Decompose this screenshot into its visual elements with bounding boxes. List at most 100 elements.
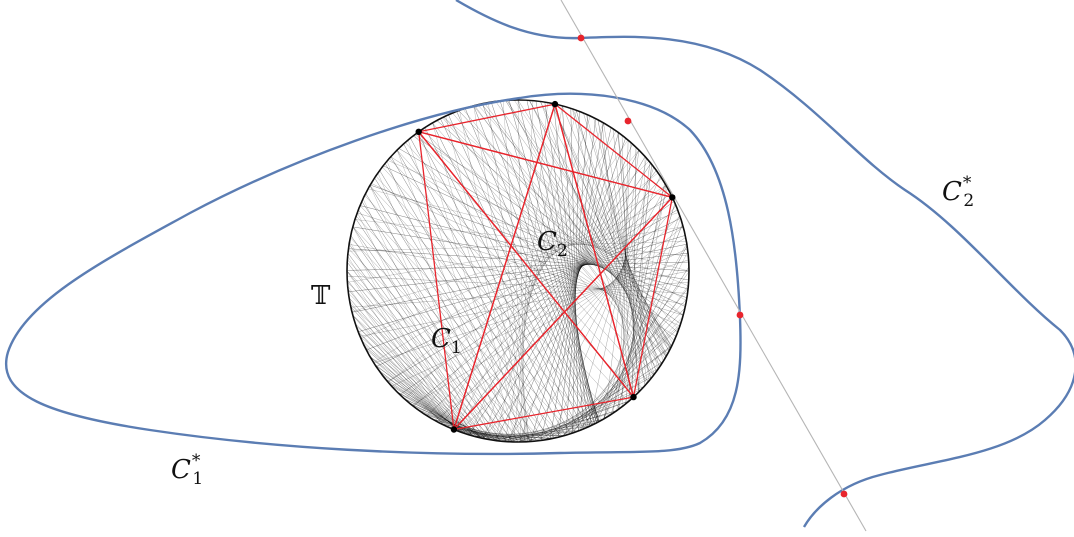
chord-line	[377, 368, 452, 429]
circle-vertex-points	[415, 100, 676, 433]
chord-line	[551, 324, 681, 439]
chord-line	[386, 380, 458, 432]
chord-line	[551, 103, 670, 352]
chord-line	[625, 164, 652, 404]
tangent-line	[560, 0, 867, 532]
intersection-point	[736, 311, 744, 319]
chord-line	[417, 409, 495, 441]
chord-line	[359, 336, 484, 439]
polygon-edge	[453, 396, 634, 431]
chord-line	[387, 209, 678, 382]
chord-line	[540, 101, 671, 349]
chord-line	[347, 261, 481, 438]
chord-line	[410, 137, 571, 434]
intersection-points	[577, 34, 848, 498]
chord-line	[483, 205, 677, 439]
chord-line	[500, 418, 604, 442]
chord-line	[517, 99, 525, 442]
polygon-edge	[418, 131, 455, 430]
chord-line	[370, 184, 687, 299]
chord-line	[373, 185, 667, 363]
polygon-edge	[632, 197, 673, 398]
chord-line	[585, 114, 659, 370]
chord-line	[474, 105, 661, 367]
chord-line	[443, 116, 667, 357]
chord-line	[355, 215, 563, 437]
chord-line	[603, 187, 668, 420]
chord-line	[352, 226, 466, 434]
chord-line	[544, 361, 664, 441]
chord-line	[434, 226, 684, 421]
chord-line	[459, 431, 535, 442]
chord-line	[495, 413, 613, 441]
chord-line	[454, 130, 617, 431]
chord-line	[452, 428, 551, 440]
chord-line	[389, 383, 488, 440]
chord-line	[347, 285, 447, 427]
chord-line	[350, 237, 543, 441]
chord-line	[382, 374, 485, 439]
chord-line	[481, 103, 671, 349]
intersection-point	[577, 34, 585, 42]
chord-line	[347, 255, 455, 430]
chord-line	[540, 347, 671, 441]
chord-line	[369, 356, 448, 427]
chord-line	[384, 163, 549, 440]
chord-line	[491, 425, 591, 441]
chord-line	[357, 212, 472, 436]
chord-line	[572, 111, 580, 434]
label-unit-circle: 𝕋	[311, 281, 331, 311]
chord-line	[443, 116, 684, 316]
chord-line	[360, 198, 674, 339]
chord-line	[572, 109, 664, 361]
chord-line	[350, 235, 496, 441]
chord-line	[572, 108, 640, 392]
chord-line	[355, 218, 507, 442]
chord-line	[403, 143, 566, 436]
chord-line	[551, 175, 661, 439]
chord-line	[347, 259, 524, 443]
chord-line	[440, 118, 588, 428]
chord-line	[416, 133, 681, 324]
chord-line	[612, 128, 640, 392]
chord-line	[352, 243, 687, 313]
chord-line	[570, 108, 579, 432]
chord-line	[473, 430, 581, 437]
chord-line	[458, 110, 675, 341]
chord-line	[403, 397, 482, 439]
chord-line	[553, 103, 588, 428]
chord-line	[369, 356, 482, 439]
chord-line	[407, 401, 476, 437]
chord-line	[354, 219, 689, 257]
chord-line	[348, 252, 689, 293]
chord-line	[513, 102, 548, 442]
chord-line	[547, 371, 657, 440]
chord-line	[350, 306, 465, 434]
chord-envelope-lines	[346, 99, 690, 443]
chord-line	[570, 307, 686, 434]
polygon-edge	[418, 131, 673, 199]
chord-line	[617, 132, 640, 392]
chord-line	[413, 193, 671, 407]
chord-line	[529, 100, 662, 365]
chord-line	[473, 105, 598, 423]
vertex-point	[669, 194, 676, 201]
chord-line	[346, 261, 689, 271]
chord-line	[517, 409, 618, 443]
chord-line	[484, 422, 597, 439]
chord-line	[583, 112, 660, 368]
chord-line	[388, 172, 659, 383]
vertex-point	[630, 393, 637, 401]
chord-line	[349, 241, 460, 432]
chord-line	[396, 391, 493, 441]
chord-line	[347, 282, 508, 442]
chord-line	[369, 185, 486, 439]
polygon-edge	[554, 103, 673, 198]
chord-line	[364, 195, 583, 430]
chord-line	[579, 287, 689, 431]
chord-line	[375, 365, 483, 439]
chord-line	[432, 122, 522, 443]
chord-line	[389, 158, 621, 409]
chord-line	[347, 288, 470, 436]
unit-circle	[346, 99, 690, 443]
